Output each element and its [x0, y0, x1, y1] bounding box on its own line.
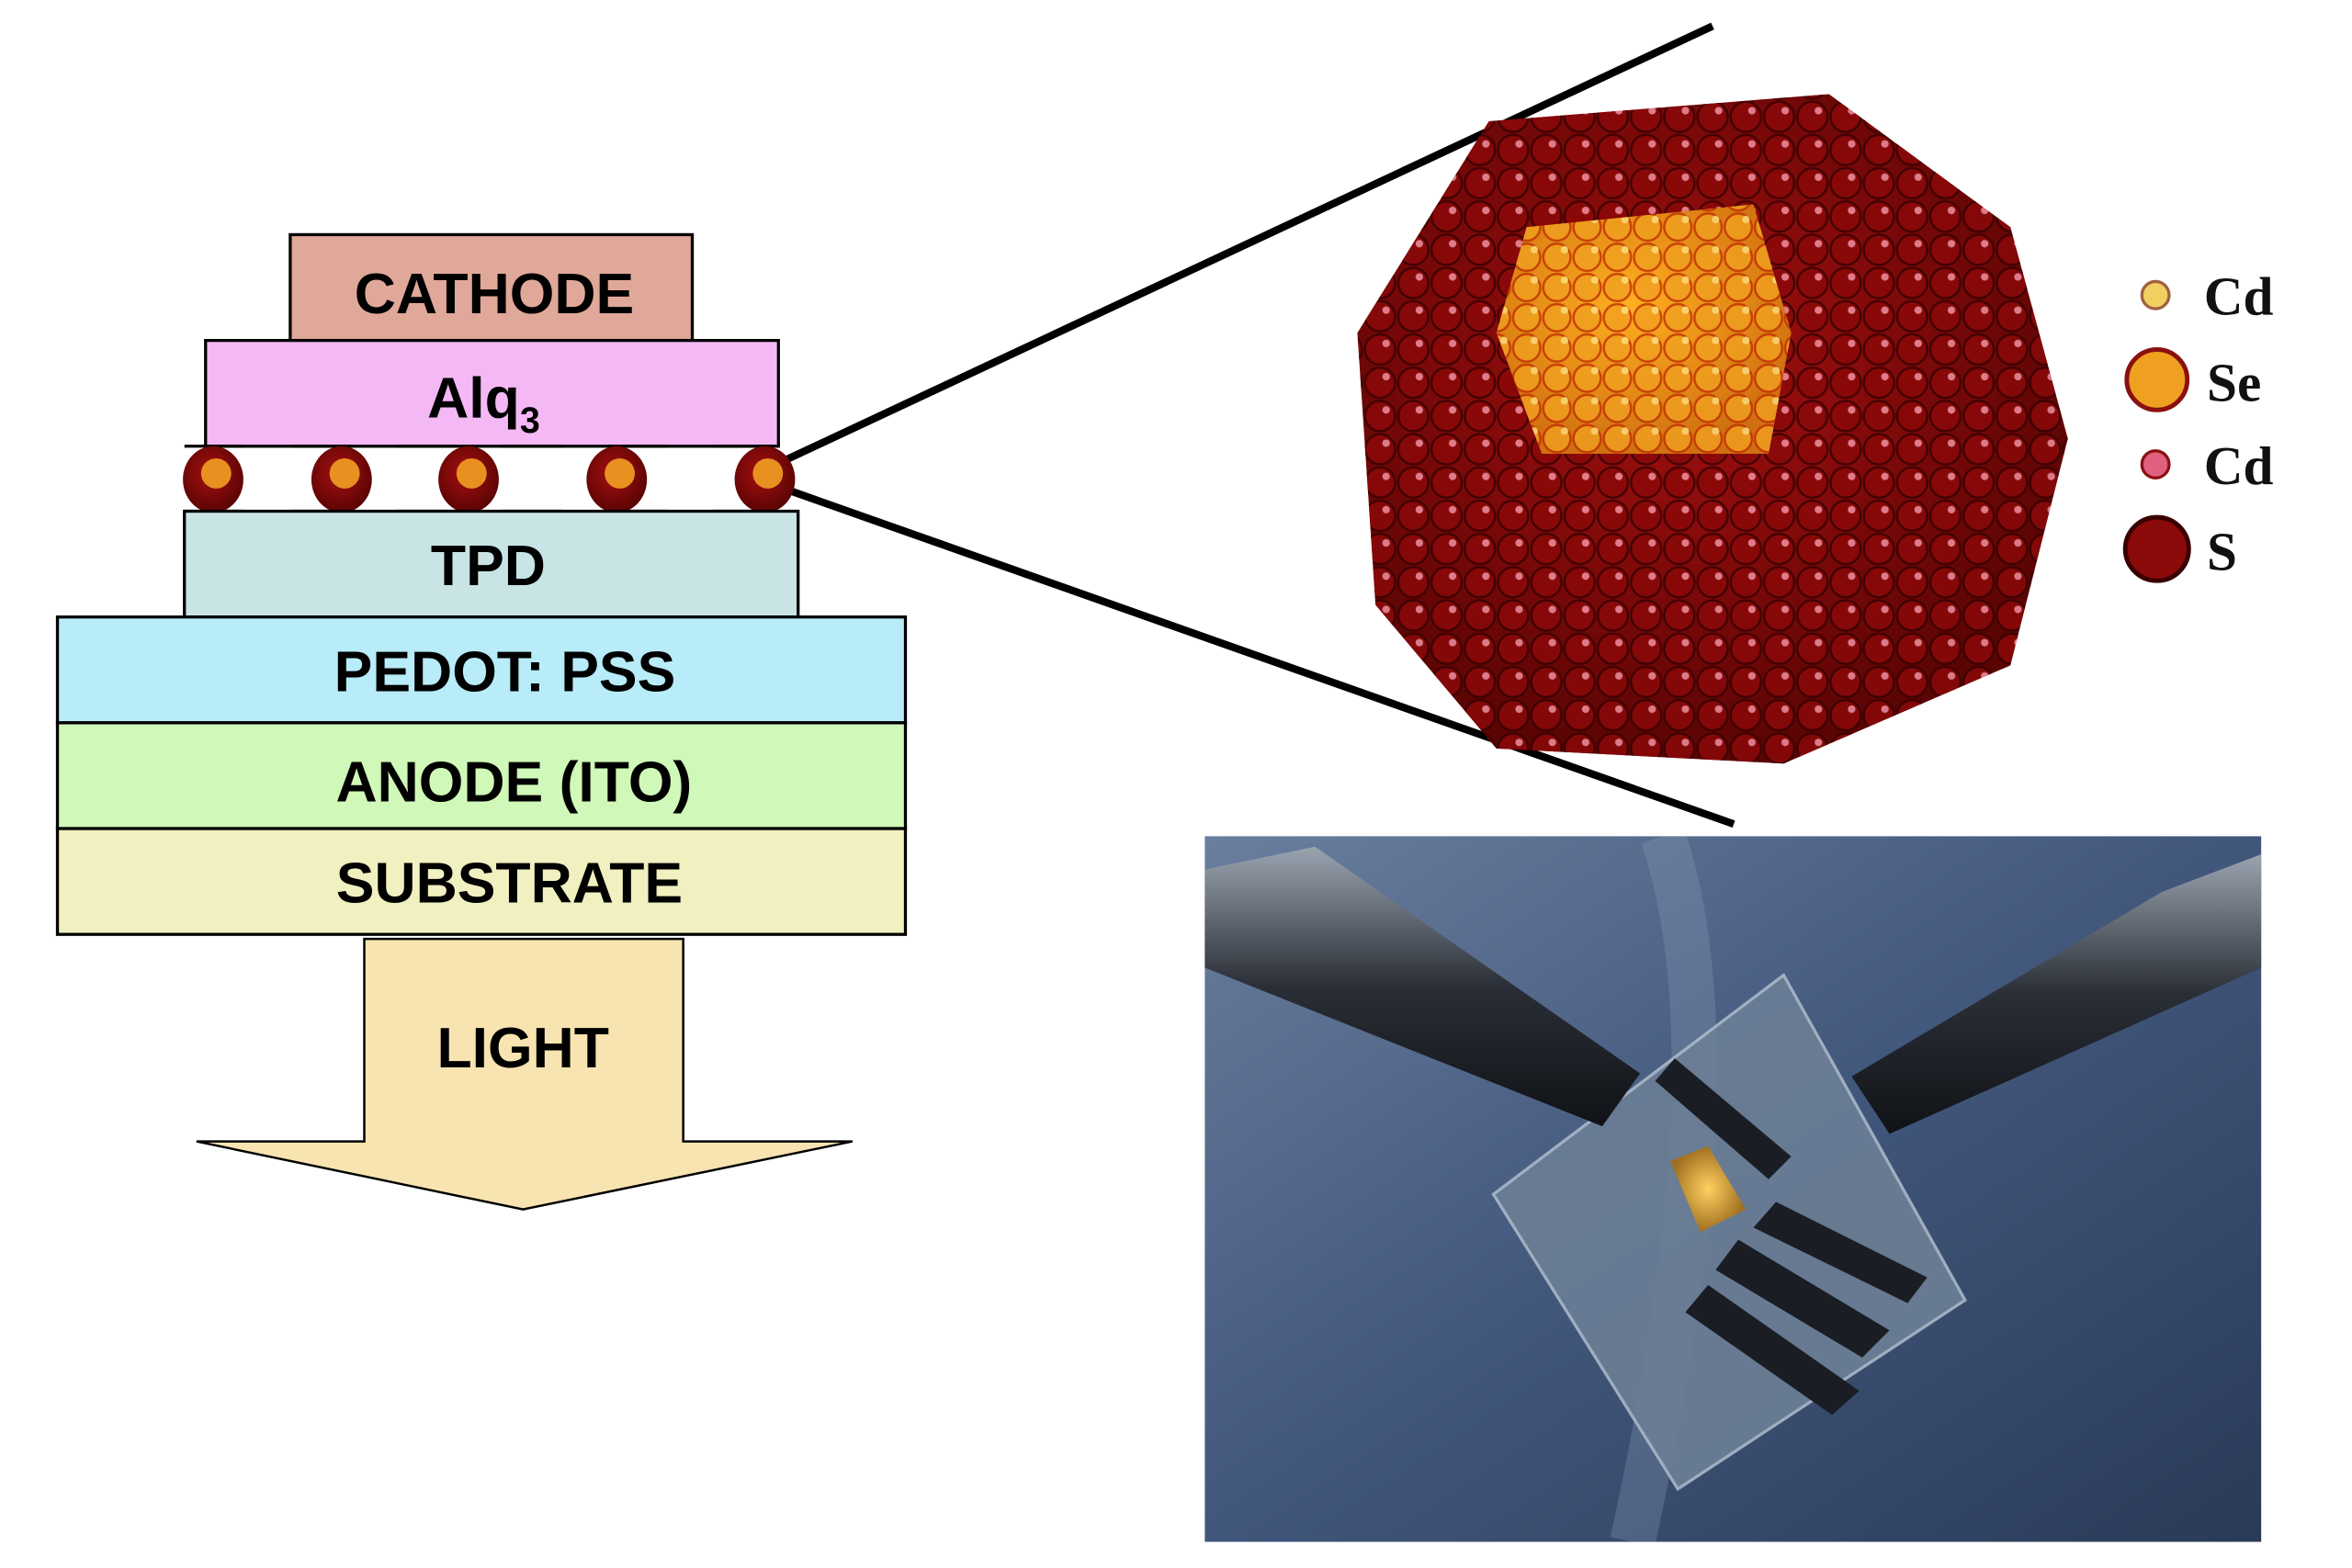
quantum-dot — [311, 446, 372, 513]
legend-item-se: Se — [2124, 347, 2261, 412]
emitting-pixel — [1669, 1145, 1747, 1233]
cd-atom-icon — [2140, 279, 2171, 310]
layer-substrate: SUBSTRATE — [55, 827, 908, 936]
quantum-dot-monolayer — [183, 445, 798, 513]
svg-text:Se: Se — [2207, 352, 2261, 412]
right-clamp — [1851, 854, 2262, 1134]
layer-pedot-pss: PEDOT: PSS — [55, 615, 908, 725]
zoom-line-top — [739, 22, 1714, 485]
light-arrow: LIGHT — [196, 937, 854, 1211]
light-label: LIGHT — [437, 1016, 609, 1080]
layer-tpd: TPD — [183, 509, 800, 619]
left-clamp — [1204, 846, 1641, 1127]
device-photo — [1204, 836, 2262, 1542]
legend-item-cd-shell: Cd — [2140, 435, 2274, 496]
legend-item-cd-core: Cd — [2140, 266, 2274, 327]
s-atom-icon — [2122, 514, 2191, 583]
quantum-dot — [183, 446, 243, 513]
svg-text:Cd: Cd — [2204, 266, 2274, 327]
layer-label: CATHODE — [355, 262, 634, 326]
layer-label: TPD — [431, 534, 546, 598]
core-shell-nanocrystal — [1357, 94, 2068, 764]
quantum-dot — [438, 446, 499, 513]
layer-label: ANODE (ITO) — [336, 750, 693, 814]
zoom-line-bottom — [769, 480, 1736, 828]
se-atom-icon — [2124, 347, 2190, 412]
cd-atom-icon — [2140, 449, 2171, 479]
quantum-dot — [586, 446, 648, 513]
svg-text:Cd: Cd — [2204, 435, 2274, 496]
layer-anode-ito: ANODE (ITO) — [55, 721, 908, 830]
layer-alq3: Alq3 — [204, 338, 780, 448]
layer-cathode: CATHODE — [288, 232, 695, 343]
layer-label: Alq3 — [427, 367, 540, 441]
nanocrystal-legend: Cd Se Cd S — [2122, 266, 2274, 583]
layer-label: PEDOT: PSS — [334, 639, 676, 704]
layer-label: SUBSTRATE — [336, 852, 683, 916]
legend-item-s: S — [2122, 514, 2237, 583]
quantum-dot — [734, 446, 796, 513]
svg-text:S: S — [2207, 522, 2237, 582]
